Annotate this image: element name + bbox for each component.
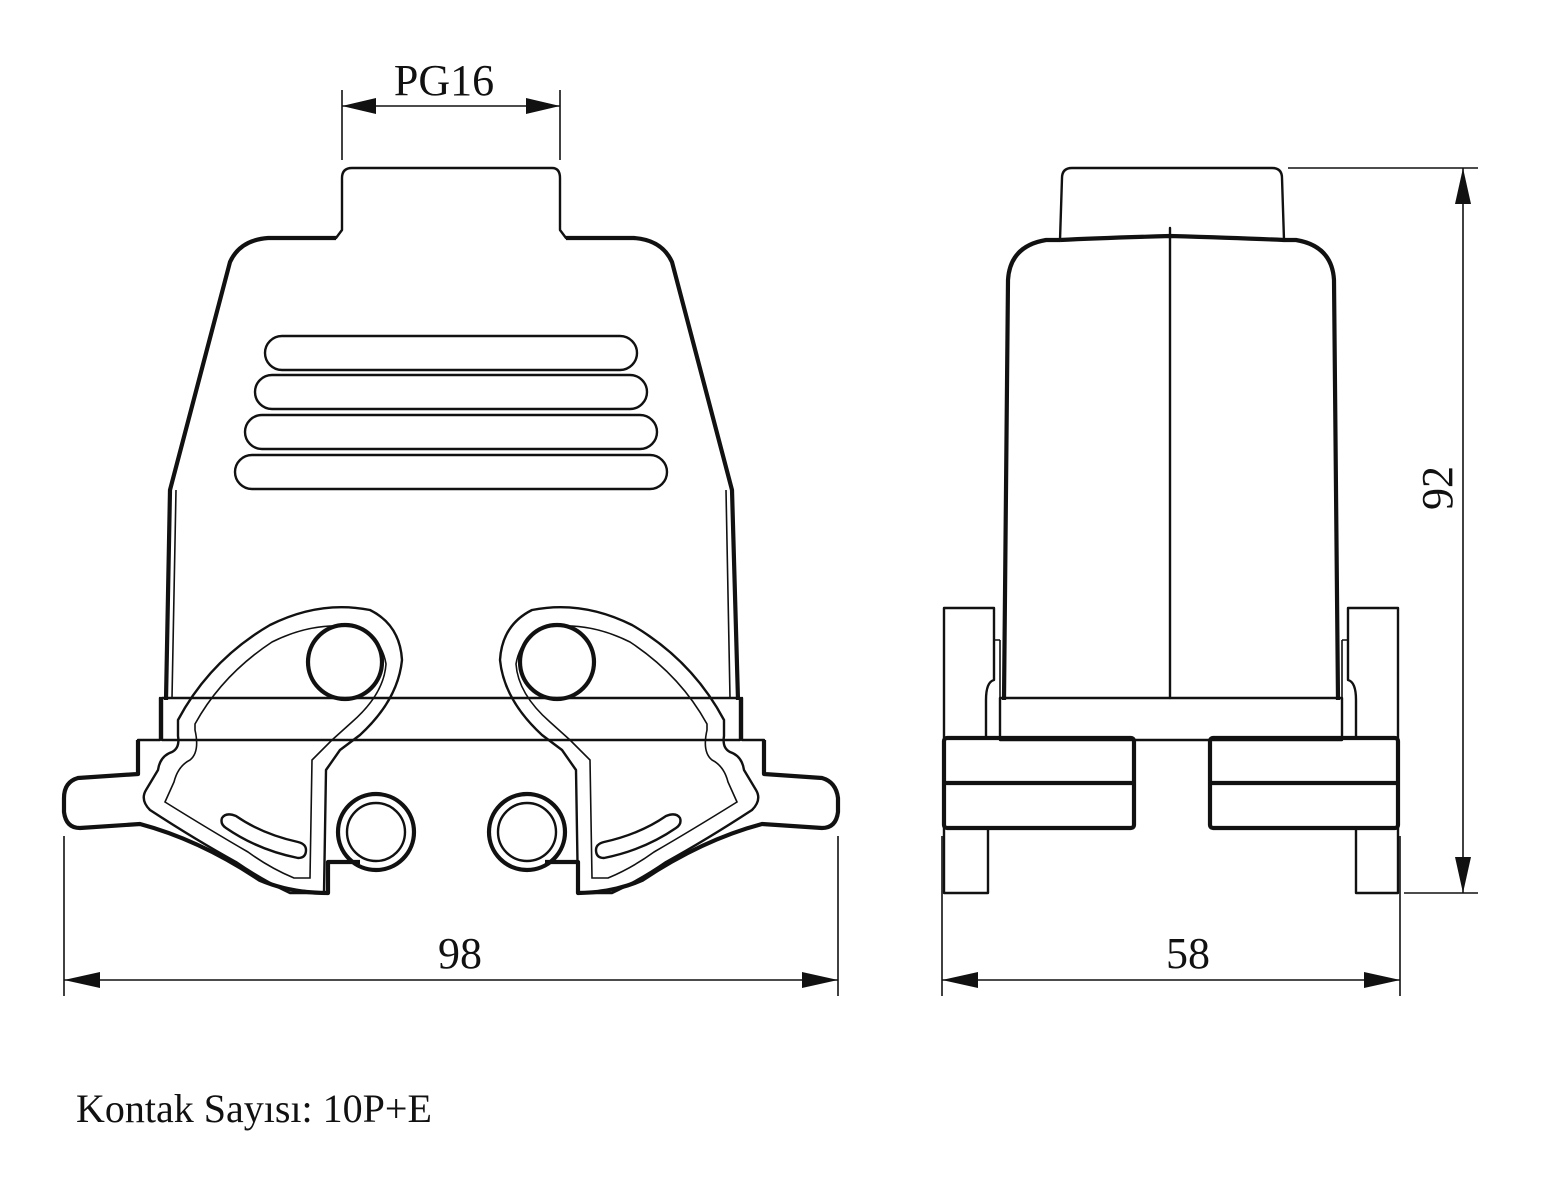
side-view	[941, 166, 1401, 895]
side-left-flange	[942, 606, 996, 740]
side-right-foot	[1354, 826, 1400, 895]
dim-98-label: 98	[438, 929, 482, 978]
front-gland-outline	[334, 166, 568, 240]
front-view	[61, 166, 841, 896]
front-right-peg-inner	[496, 801, 558, 863]
front-base-step	[136, 696, 766, 742]
front-left-latch-inner	[163, 625, 387, 879]
side-gland-outline	[1058, 166, 1286, 242]
front-left-pin	[305, 622, 385, 702]
dim-98: 98	[63, 836, 839, 996]
front-rib-4	[233, 453, 669, 491]
front-base-flange	[61, 740, 841, 896]
front-left-slot	[220, 813, 308, 860]
contact-count-label: Kontak Sayısı:	[76, 1086, 313, 1131]
front-rib-1	[263, 334, 639, 372]
side-hood-outline	[1001, 233, 1341, 701]
dim-pg16: PG16	[341, 56, 561, 160]
dim-58-label: 58	[1166, 929, 1210, 978]
dim-58: 58	[941, 836, 1401, 996]
dim-92-label: 92	[1413, 466, 1462, 510]
front-left-latch	[142, 605, 404, 895]
front-rib-3	[243, 413, 659, 451]
contact-count-value: 10P+E	[322, 1086, 432, 1131]
front-right-slot	[594, 813, 682, 860]
front-right-latch-inner	[515, 625, 739, 879]
front-right-pin	[517, 622, 597, 702]
front-lower-band	[160, 696, 742, 742]
front-left-peg-inner	[345, 801, 407, 863]
front-right-peg-outer	[486, 791, 568, 873]
dim-92: 92	[1288, 167, 1478, 894]
side-right-flange	[1346, 606, 1400, 740]
side-right-flange-inner	[1341, 639, 1348, 700]
side-left-flange-inner	[994, 639, 1001, 700]
front-rib-2	[253, 373, 649, 411]
side-lower-band	[998, 696, 1344, 742]
front-hood-inner-line	[171, 489, 731, 699]
front-left-peg-outer	[335, 791, 417, 873]
front-hood-outline	[163, 235, 741, 701]
contact-count-caption: Kontak Sayısı: 10P+E	[76, 1085, 432, 1132]
side-left-foot	[942, 826, 990, 895]
dim-pg16-label: PG16	[394, 56, 494, 105]
front-right-latch	[498, 605, 760, 895]
